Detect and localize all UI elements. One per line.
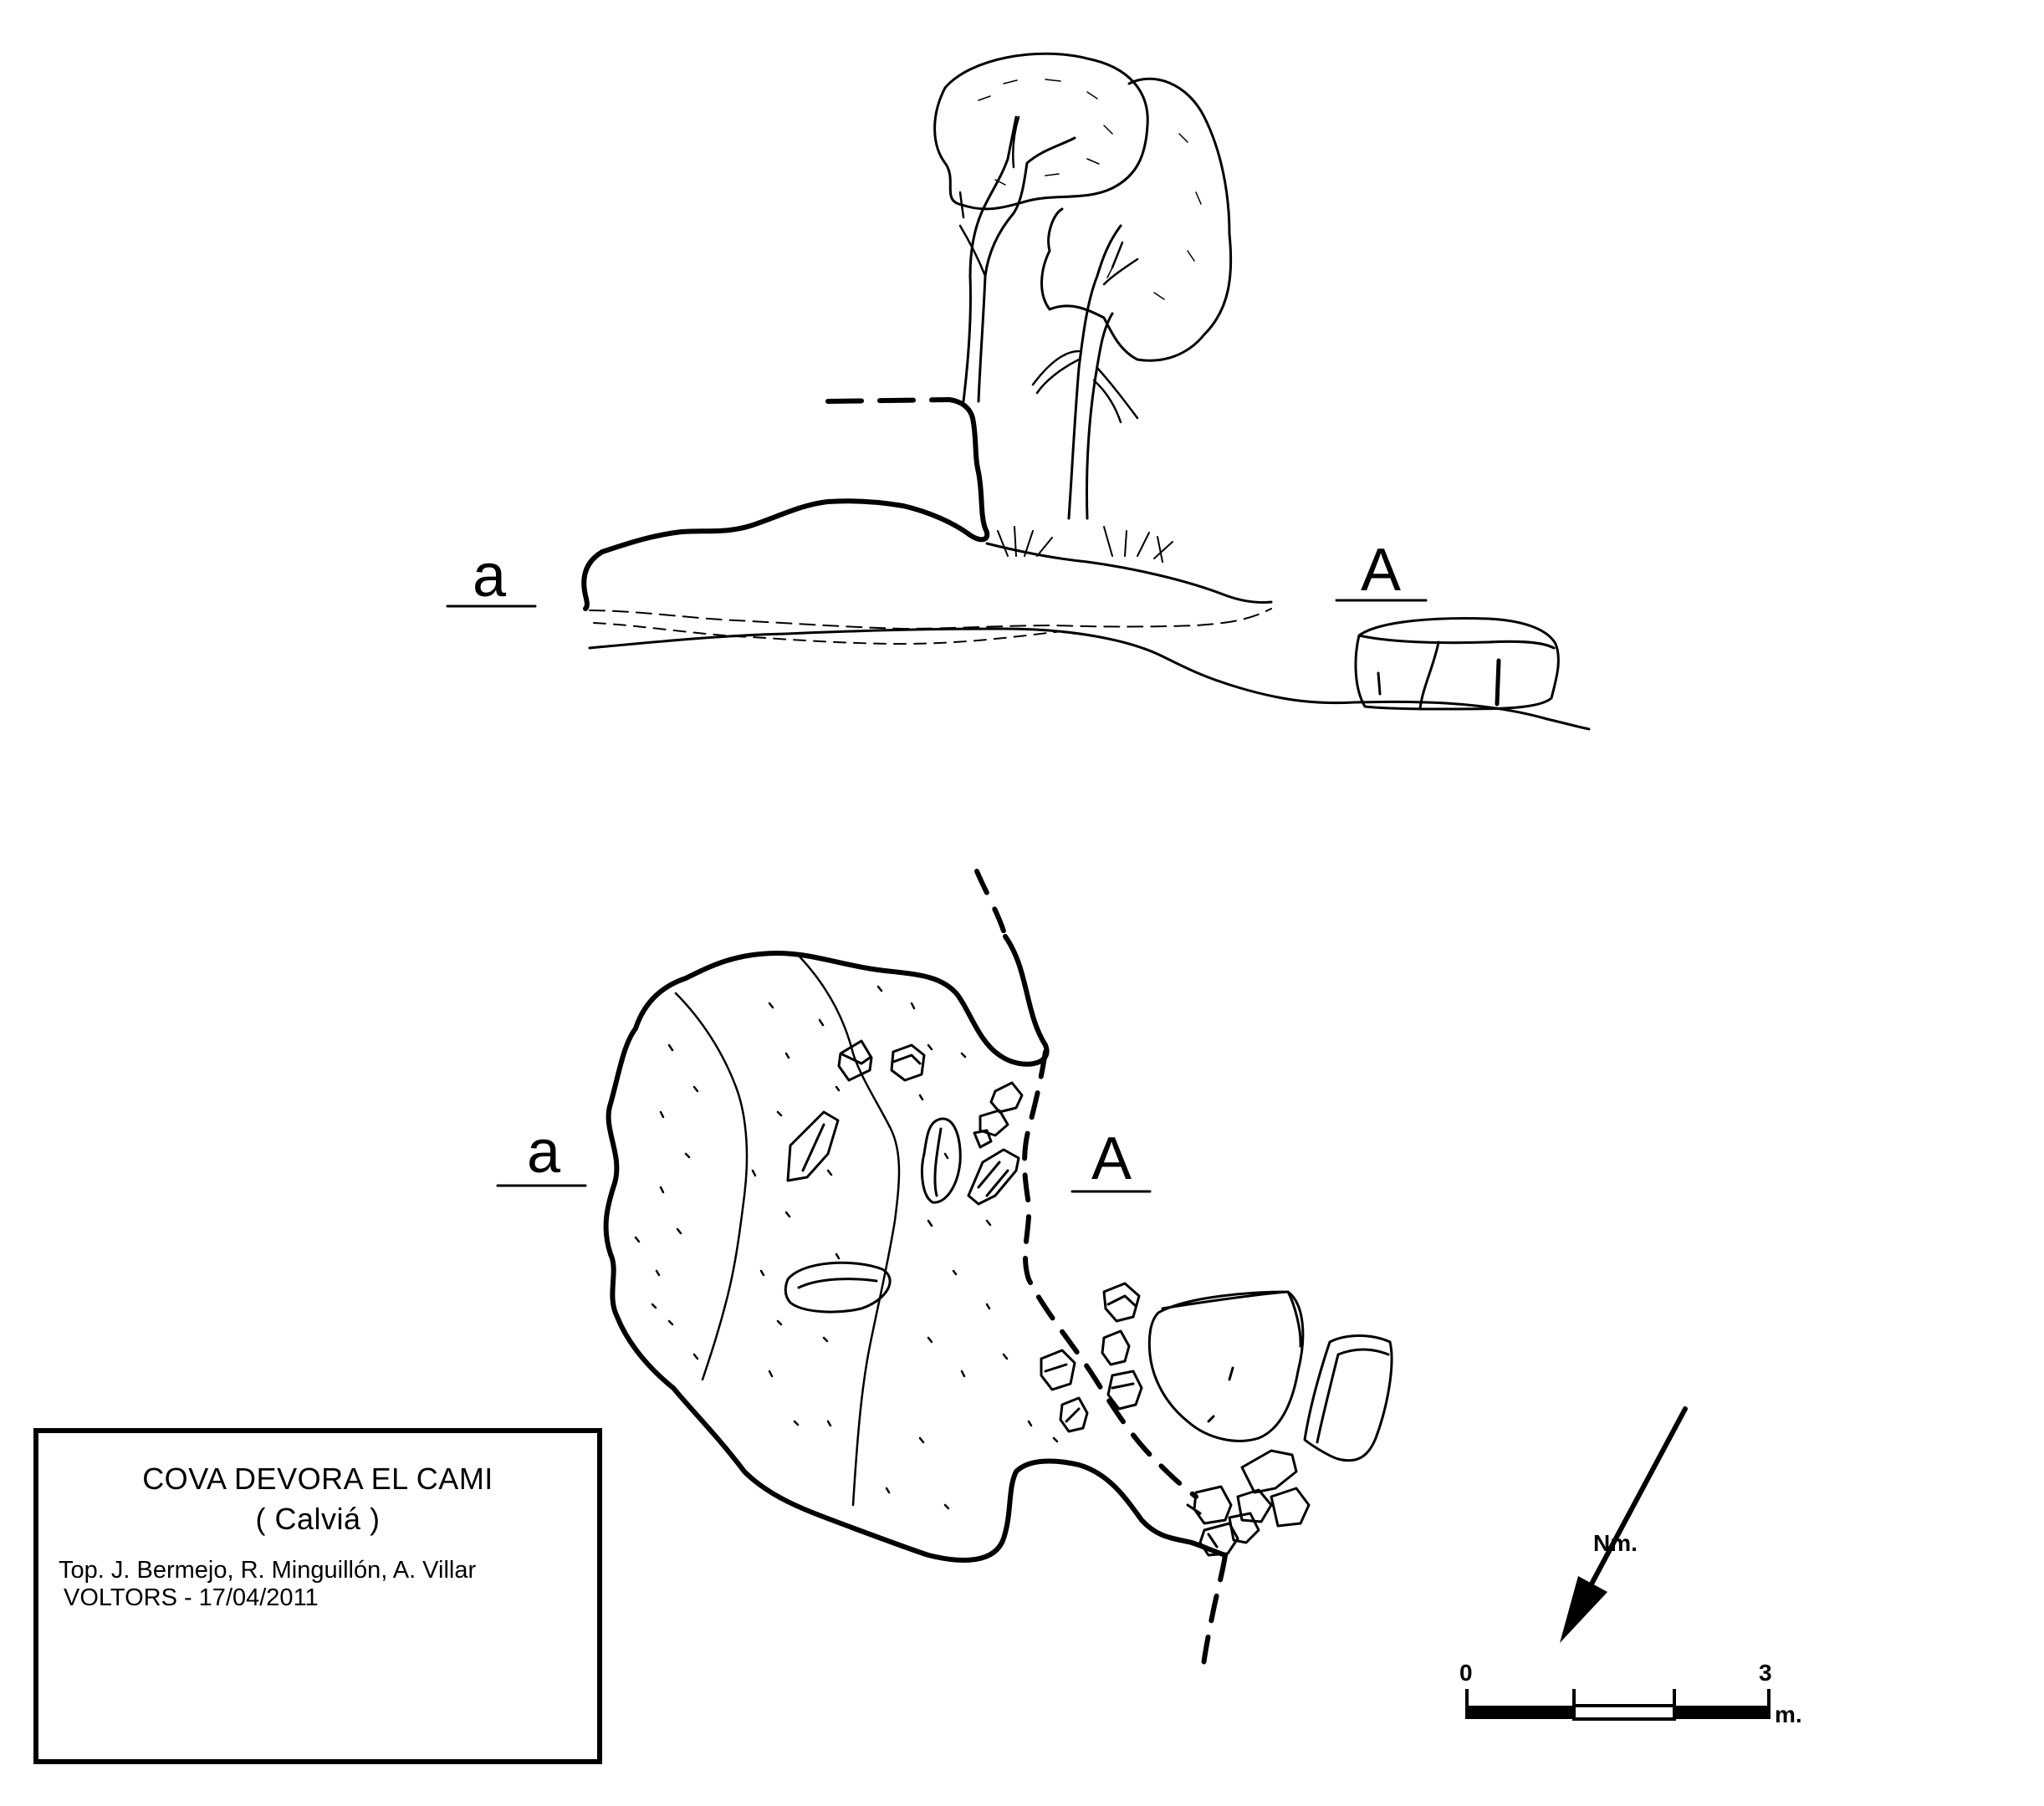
section-floor-dashed [589, 608, 1272, 630]
tree-canopy-left [933, 52, 1149, 211]
large-boulder [1147, 1290, 1305, 1442]
plan-dashed-top [974, 869, 1008, 939]
rock-9 [1101, 1329, 1131, 1366]
tree-branches-left [958, 115, 1020, 278]
canopy-hatching [978, 79, 1202, 300]
section-entrance-wall [581, 397, 990, 611]
rock-6 [967, 1148, 1020, 1206]
grass-tufts [997, 526, 1173, 563]
rock-5 [973, 1081, 1024, 1149]
survey-credits: Top. J. Bermejo, R. Minguillón, A. Villa… [59, 1557, 477, 1584]
plan-label-A: A [1091, 1125, 1132, 1192]
rock-7 [784, 1261, 892, 1314]
rock-block-right [1303, 1334, 1393, 1462]
north-arrow [1560, 1406, 1688, 1643]
rock-cluster-bottom [1186, 1449, 1311, 1557]
boulder [1354, 617, 1560, 711]
scale-segment-2 [1572, 1704, 1676, 1721]
plan-cave-outline [603, 934, 1228, 1563]
floor-texture [634, 985, 1059, 1510]
survey-club-date: VOLTORS - 17/04/2011 [64, 1584, 319, 1611]
scale-segment-1 [1465, 1706, 1574, 1719]
section-floor-dashed-2 [593, 622, 1063, 645]
rock-8 [1102, 1282, 1141, 1323]
rock-3 [786, 1110, 840, 1182]
north-arrow-head [1560, 1576, 1607, 1643]
rock-2 [890, 1043, 926, 1082]
scale-label-end: 3 [1759, 1660, 1772, 1686]
scale-label-start: 0 [1459, 1660, 1473, 1686]
north-arrow-label: Nm. [1593, 1530, 1638, 1556]
plan-slope-line-2 [797, 954, 901, 1507]
section-label-a: a [473, 543, 507, 610]
plan-label-a: a [527, 1119, 561, 1186]
section-label-A: A [1361, 537, 1401, 604]
rock-4 [920, 1117, 962, 1204]
tree-canopy-right [1040, 77, 1233, 362]
plan-dashed-middle [1022, 1049, 1198, 1499]
tree-trunk-right [1067, 224, 1122, 520]
tree-trunk-left [962, 115, 1076, 403]
cave-location: ( Calviá ) [255, 1502, 381, 1536]
rock-12 [1059, 1396, 1089, 1433]
plan-view [496, 869, 1393, 1675]
section-ceiling-dashed [825, 397, 952, 404]
rock-1 [837, 1039, 873, 1082]
plan-slope-line-1 [674, 992, 749, 1381]
rock-11 [1106, 1370, 1143, 1411]
scale-unit: m. [1775, 1701, 1802, 1727]
title-box: COVA DEVORA EL CAMI ( Calviá ) Top. J. B… [33, 1428, 602, 1764]
scale-segment-3 [1674, 1706, 1771, 1719]
section-surface-line [588, 542, 1591, 731]
scale-bar [1465, 1689, 1771, 1721]
rock-10 [1040, 1349, 1076, 1391]
plan-dashed-bottom [1200, 1553, 1228, 1675]
cave-name: COVA DEVORA EL CAMI [142, 1462, 493, 1496]
tree-branches-right [1031, 241, 1139, 424]
boulder-shadow [1495, 658, 1501, 707]
north-arrow-shaft [1587, 1406, 1688, 1591]
section-view [446, 52, 1591, 731]
